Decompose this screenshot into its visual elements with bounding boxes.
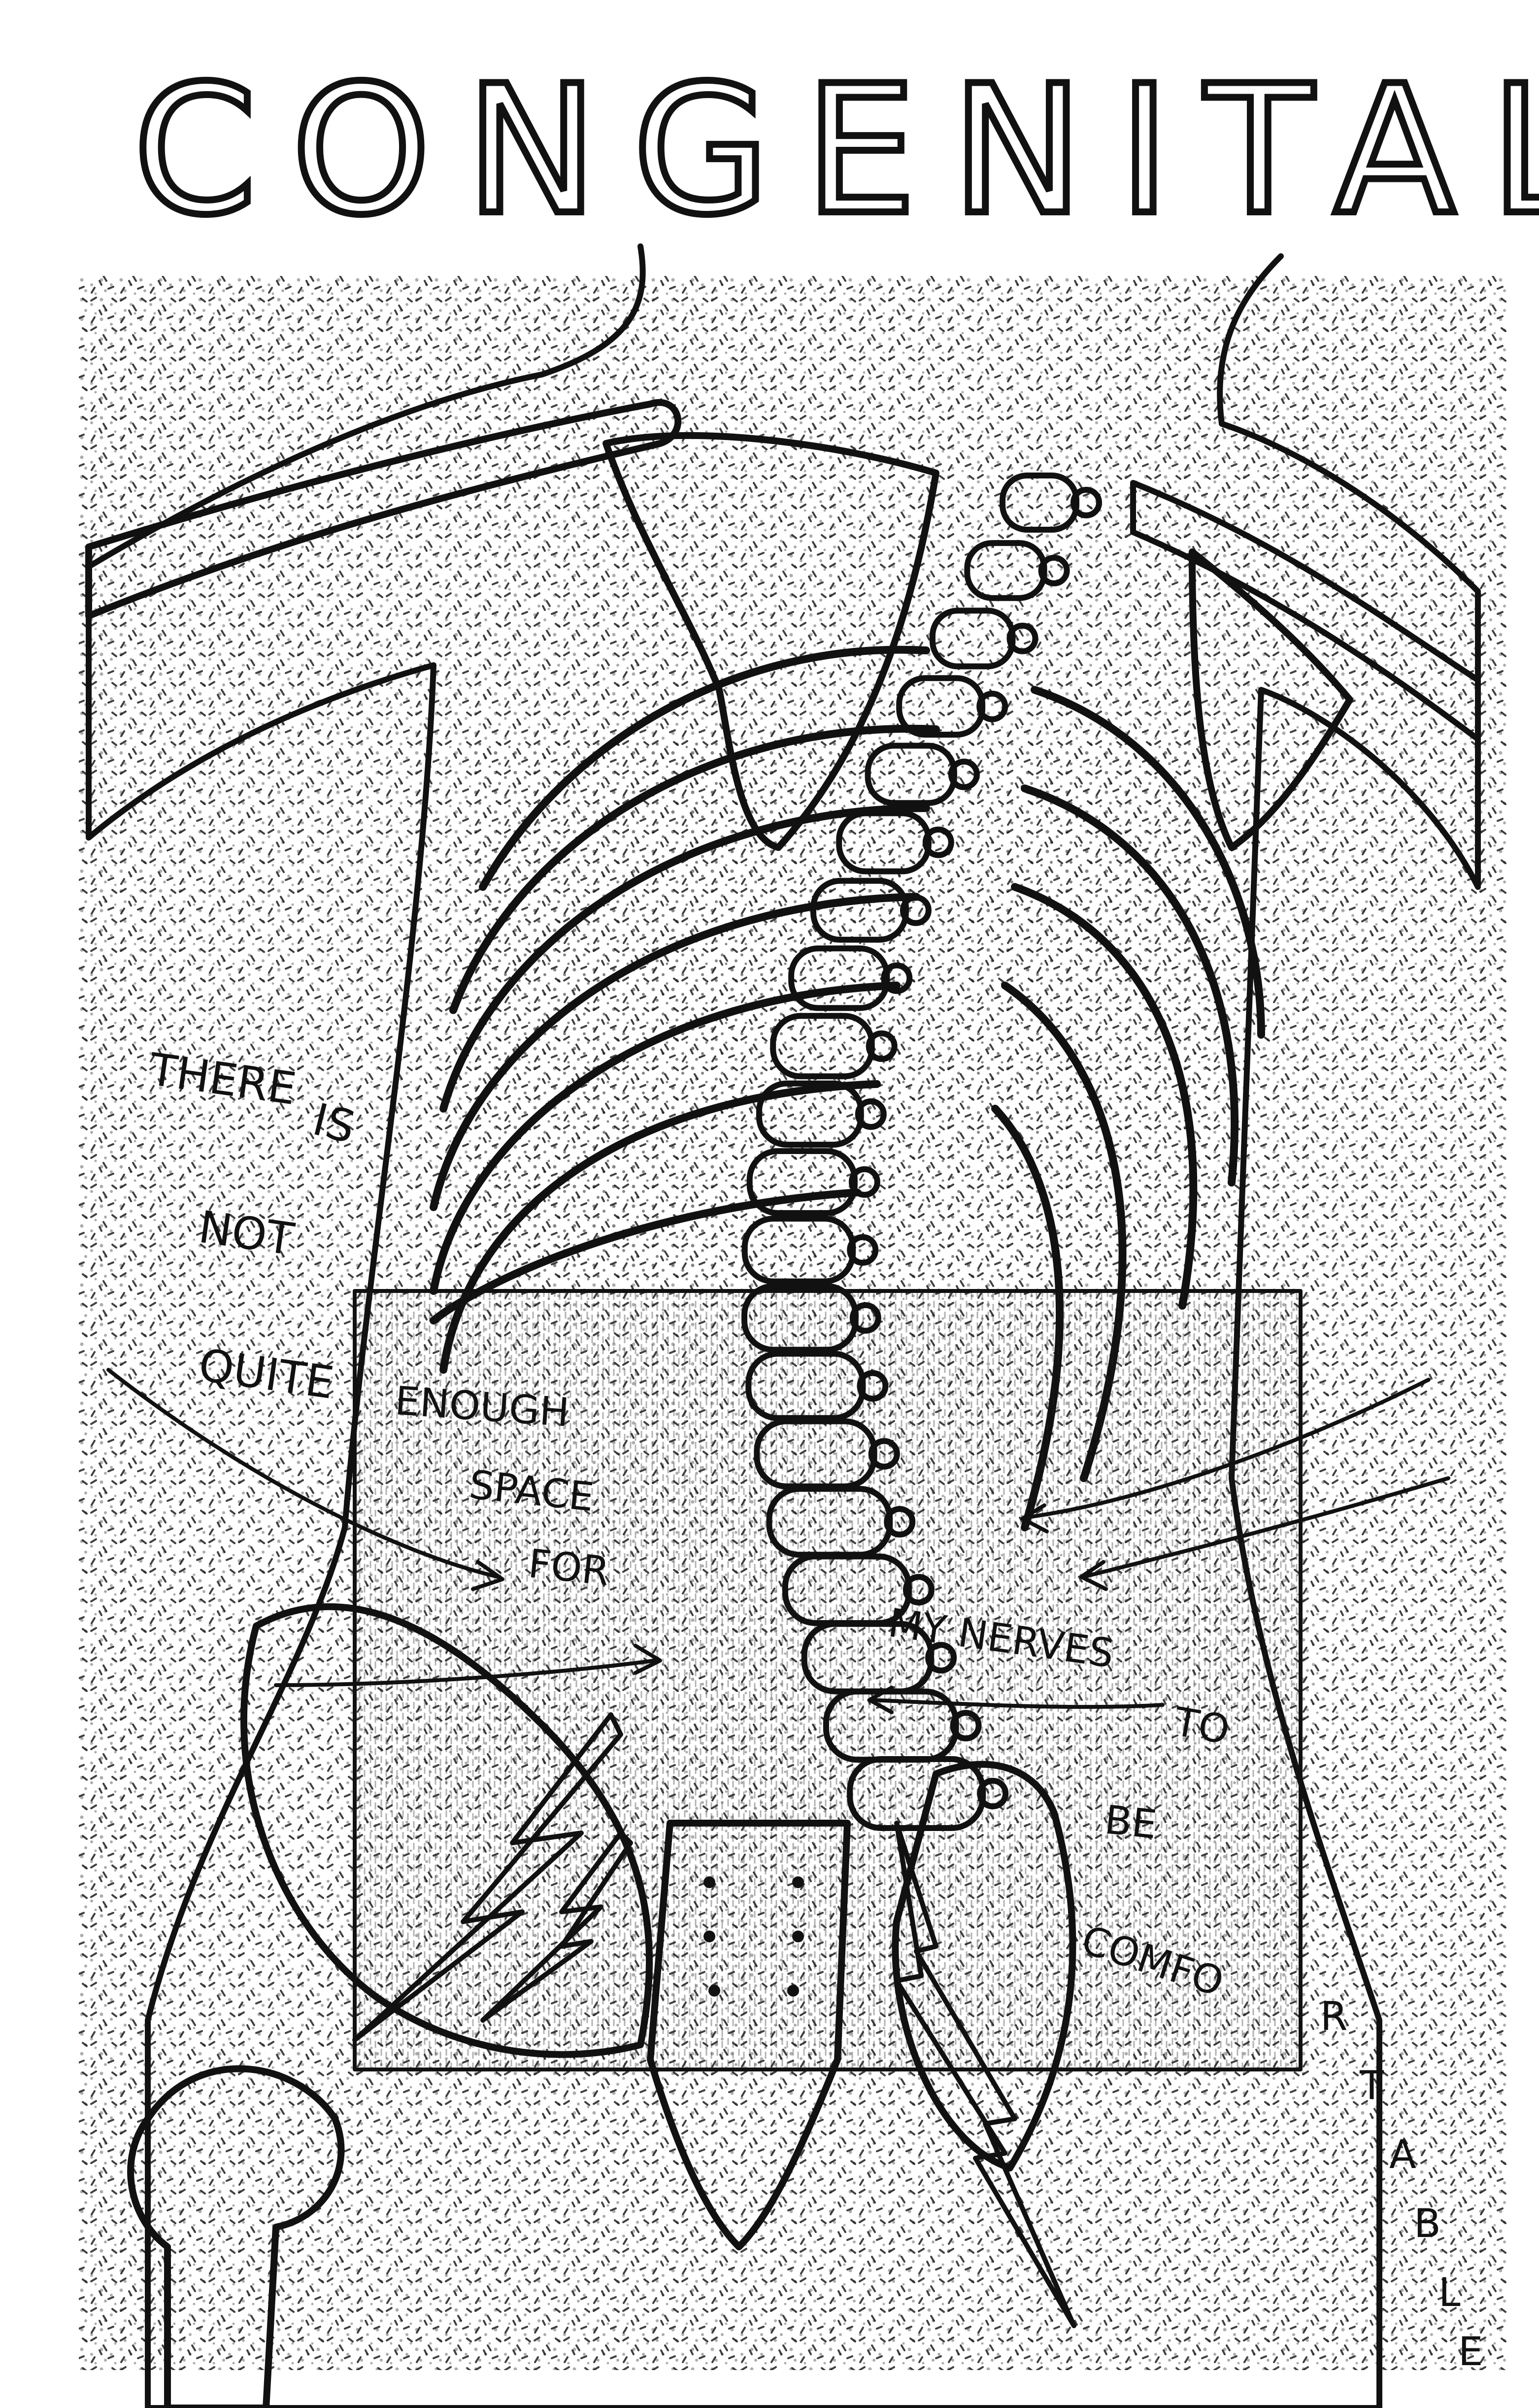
left-ilium bbox=[240, 1603, 653, 2058]
vertebra-process bbox=[884, 1506, 916, 1538]
vertebra-process bbox=[857, 1370, 889, 1402]
vertebra-process bbox=[948, 758, 980, 790]
left-clavicle bbox=[85, 399, 682, 619]
vertebra-process bbox=[977, 1778, 1009, 1809]
caption-e: E bbox=[1458, 2329, 1483, 2374]
vertebra-process bbox=[900, 894, 932, 926]
caption-be: BE bbox=[1103, 1797, 1159, 1848]
caption-b: B bbox=[1414, 2201, 1441, 2246]
caption-a: A bbox=[1389, 2132, 1416, 2177]
vertebra-process bbox=[925, 1642, 957, 1674]
vertebra-process bbox=[866, 1030, 898, 1062]
spine bbox=[741, 473, 1102, 1831]
vertebra-process bbox=[950, 1710, 982, 1742]
sacral-foramina bbox=[703, 1876, 804, 1997]
vertebra-process bbox=[849, 1302, 881, 1334]
page-title: CONGENITAL bbox=[133, 47, 1539, 254]
vertebra-process bbox=[881, 962, 913, 994]
right-clavicle bbox=[1130, 480, 1481, 742]
caption-r: R bbox=[1320, 1994, 1348, 2039]
lightning-bolt-left-small bbox=[480, 1831, 633, 2023]
vertebra-process bbox=[1006, 622, 1038, 654]
femur-head bbox=[127, 2065, 345, 2408]
lightning-bolt-right bbox=[894, 1821, 1076, 2328]
shaded-box-frame bbox=[353, 1289, 1303, 2071]
caption-l: L bbox=[1439, 2270, 1461, 2315]
vertebra-process bbox=[922, 826, 954, 858]
vertebra-process bbox=[848, 1166, 880, 1198]
vertebra-process bbox=[976, 690, 1008, 722]
vertebra-process bbox=[1071, 487, 1102, 518]
right-ilium bbox=[892, 1761, 1076, 2171]
vertebra-process bbox=[868, 1438, 900, 1470]
right-scapula bbox=[1189, 548, 1353, 851]
caption-t: T bbox=[1359, 2063, 1384, 2108]
pointer-arrows bbox=[106, 1368, 1450, 1714]
vertebra-process bbox=[847, 1234, 879, 1266]
torso-outline bbox=[86, 243, 1481, 2408]
vertebra-process bbox=[855, 1098, 887, 1130]
sacrum bbox=[647, 1820, 851, 2250]
vertebra-process bbox=[903, 1574, 935, 1606]
caption-for: FOR bbox=[526, 1540, 611, 1594]
lightning-bolt-left bbox=[352, 1712, 623, 2042]
caption-to: TO bbox=[1171, 1698, 1233, 1753]
vertebra-process bbox=[1038, 554, 1070, 586]
